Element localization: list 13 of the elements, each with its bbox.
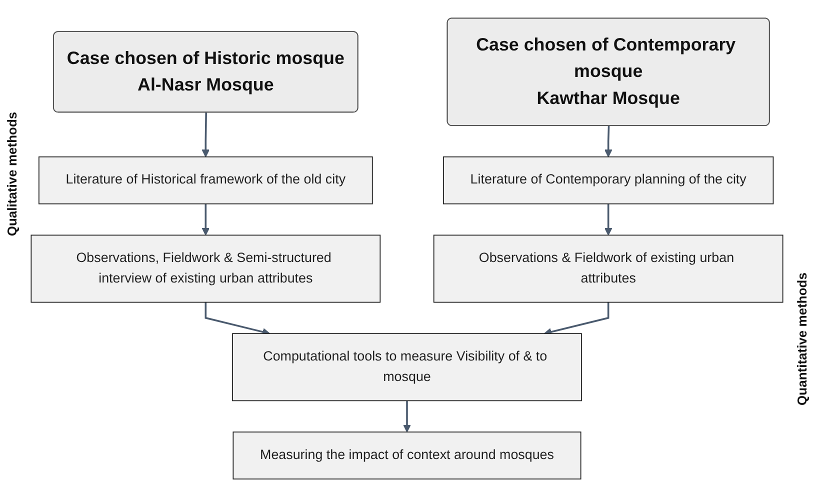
- arrow: [403, 401, 411, 433]
- node-box: Literature of Historical framework of the old city: [38, 156, 373, 205]
- arrow: [202, 204, 210, 236]
- arrow: [604, 204, 612, 236]
- side-label: Quantitative methods: [794, 272, 810, 406]
- arrow: [202, 112, 210, 158]
- side-label: Qualitative methods: [4, 112, 20, 236]
- node-box: Observations, Fieldwork & Semi-structured interview of existing urban attributes: [30, 235, 381, 304]
- node-box: Measuring the impact of context around mosques: [232, 432, 582, 480]
- node-box: Computational tools to measure Visibility of & to mosque: [232, 334, 582, 402]
- arrow: [604, 126, 612, 158]
- node-box: Observations & Fieldwork of existing urban attributes: [433, 235, 784, 304]
- node-box: Literature of Contemporary planning of the city: [443, 156, 774, 205]
